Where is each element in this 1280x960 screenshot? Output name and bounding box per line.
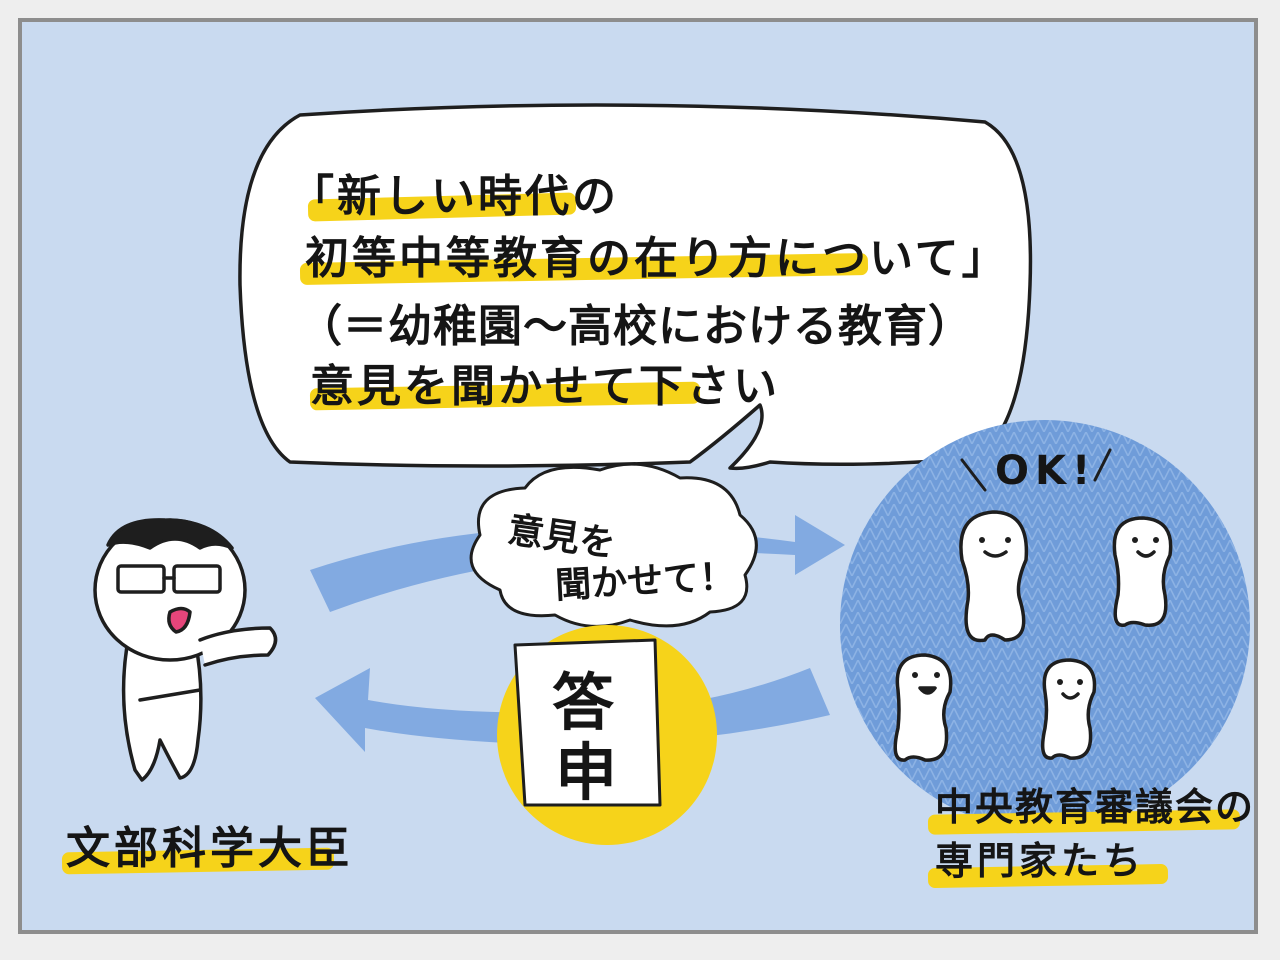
experts-ok-exclaim: OK! [995, 448, 1097, 494]
document-char-2: 申 [555, 736, 618, 809]
thought-cloud [469, 462, 758, 628]
minister-figure [93, 518, 278, 782]
cloud-line-2: 聞かせて！ [554, 556, 737, 607]
minister-label: 文部科学大臣 [66, 823, 354, 874]
expert-3 [893, 653, 953, 762]
bubble-line-4: 意見を聞かせて下さい [310, 361, 780, 412]
document-char-1: 答 [552, 666, 615, 739]
bubble-line-2: 初等中等教育の在り方について」 [305, 233, 1009, 284]
expert-1 [959, 510, 1029, 643]
bubble-line-1: 「新しい時代の [290, 171, 619, 222]
bubble-line-3: （＝幼稚園～高校における教育） [298, 301, 973, 352]
expert-4 [1040, 658, 1097, 760]
experts-label-line-2: 専門家たち [935, 839, 1146, 883]
experts-label-line-1: 中央教育審議会の [935, 785, 1256, 829]
expert-figures [893, 448, 1173, 762]
report-document [513, 638, 662, 807]
expert-2 [1112, 516, 1173, 627]
